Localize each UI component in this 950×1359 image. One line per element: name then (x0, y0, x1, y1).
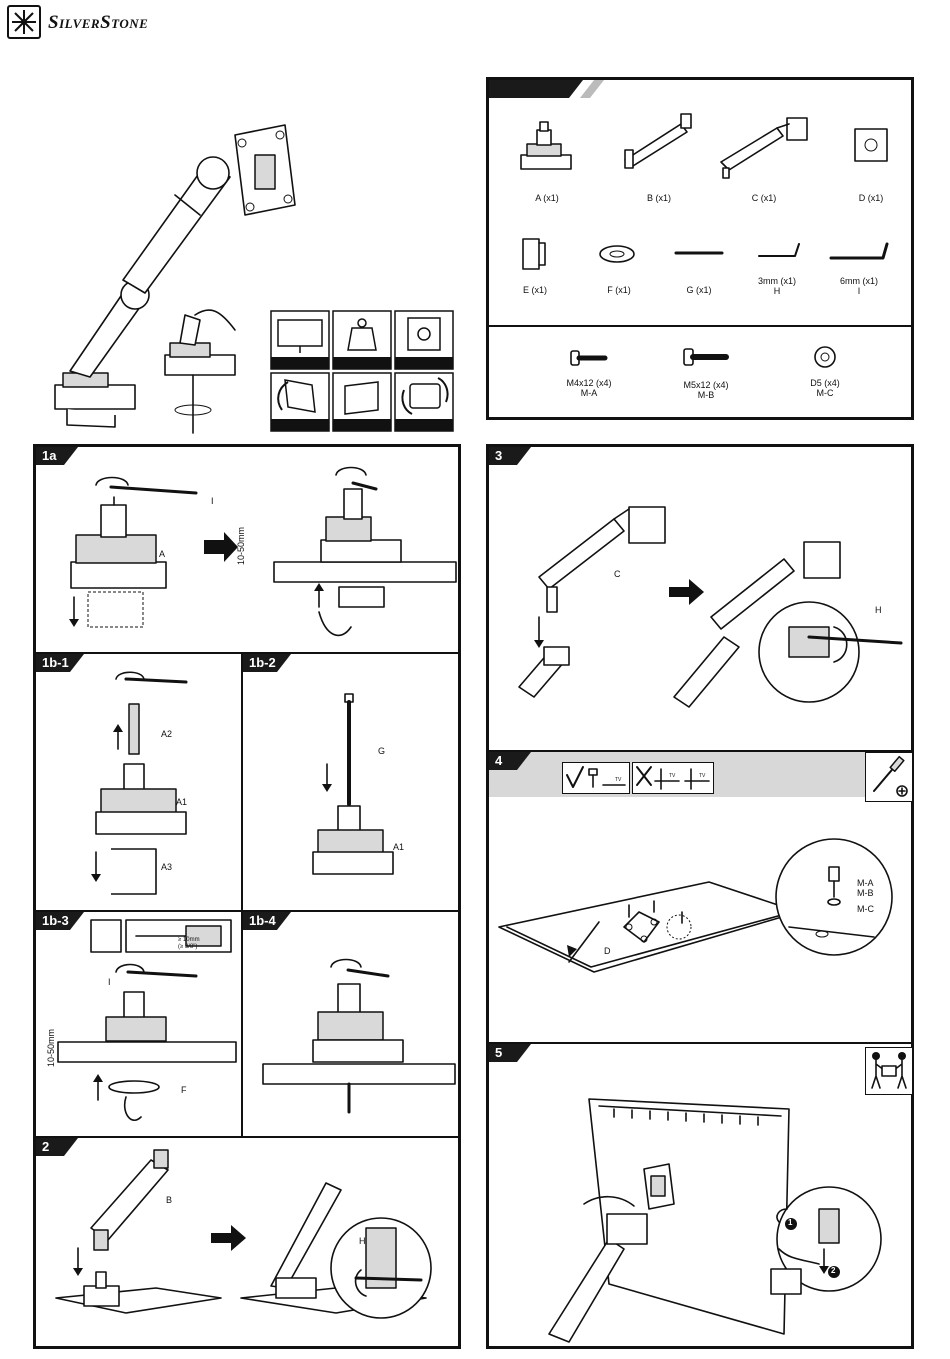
vesa-mount-icon (395, 311, 453, 369)
step-1b-3-hole-label-imperial: (≥ 3/8") (178, 944, 197, 950)
step-1a-callout-a: A (159, 549, 165, 559)
tilt-icon (271, 373, 329, 431)
correct-mounting-box: TV (562, 762, 630, 794)
part-e-label: E (x1) (505, 285, 565, 295)
part-f-plate-icon (597, 242, 637, 266)
step-2-callout-b: B (166, 1195, 172, 1205)
step-4-callout-ma: M-A (857, 878, 874, 888)
part-a-clamp-icon (517, 120, 577, 180)
step-1a-callout-i: I (211, 496, 214, 506)
step-1b-3-range-label: 10-50mm (46, 1029, 56, 1067)
step-5-callout-1: 1 (788, 1218, 792, 1227)
step-4-callout-mc: M-C (857, 904, 874, 914)
part-g-label: G (x1) (669, 285, 729, 295)
washer-mc-sub: M-C (790, 388, 860, 398)
swivel-icon (333, 373, 391, 431)
washer-mc-icon (812, 344, 838, 370)
step-3-callout-h: H (875, 605, 882, 615)
part-h-sub: H (747, 286, 807, 296)
step-1b-1-callout-a2: A2 (161, 729, 172, 739)
step-1b-2: 1b-2 G A1 (243, 654, 458, 912)
step-3-callout-c: C (614, 569, 621, 579)
steps-left-panel: 1a I A 10-50mm 1b-1 (33, 444, 461, 1349)
step-1b-3-callout-f: F (181, 1085, 187, 1095)
step-1b-4: 1b-4 (243, 912, 458, 1138)
part-c-label: C (x1) (734, 193, 794, 203)
steps-right-panel: 3 C H 4 (486, 444, 914, 1349)
incorrect-mounting-box: TV TV (632, 762, 714, 794)
parts-panel-tab (489, 80, 569, 98)
screw-ma-icon (569, 348, 609, 368)
step-1b-1: 1b-1 A2 A1 A3 (36, 654, 243, 912)
part-i-6mm-hex-key-icon (829, 240, 893, 264)
step-1b-3: 1b-3 ≥ 10mm (≥ 3/8") I F 10-50mm (36, 912, 243, 1138)
step-1b-2-callout-a1: A1 (393, 842, 404, 852)
step-5-callout-2: 2 (831, 1266, 835, 1275)
rotate-icon (395, 373, 453, 431)
step-1b-3-callout-i: I (108, 977, 111, 987)
step-4: 4 TV TV TV (489, 752, 911, 1044)
part-h-label: 3mm (x1) (747, 276, 807, 286)
washer-mc-label: D5 (x4) (790, 378, 860, 388)
screw-ma-label: M4x12 (x4) (554, 378, 624, 388)
screwdriver-icon (866, 753, 912, 801)
step-1b-3-hole-label: ≥ 10mm (178, 937, 200, 943)
screw-mb-sub: M-B (671, 390, 741, 400)
monitor-size-icon (271, 311, 329, 369)
screw-mb-label: M5x12 (x4) (671, 380, 741, 390)
parts-divider (489, 325, 911, 327)
part-b-label: B (x1) (629, 193, 689, 203)
part-a-label: A (x1) (517, 193, 577, 203)
part-g-bolt-icon (674, 248, 724, 258)
step-2: 2 B H (36, 1138, 458, 1346)
part-f-label: F (x1) (589, 285, 649, 295)
part-d-label: D (x1) (841, 193, 901, 203)
step-4-tab: 4 (489, 752, 517, 770)
incorrect-tv-label-1: TV (669, 773, 675, 779)
part-d-vesa-plate-icon (851, 125, 891, 165)
parts-list-panel: A (x1) B (x1) C (x1) D (x1) E (x1) F (x1… (486, 77, 914, 420)
step-1a: 1a I A 10-50mm (36, 447, 458, 654)
step-1b-2-callout-g: G (378, 746, 385, 756)
correct-tv-label: TV (615, 777, 621, 783)
step-4-callout-d: D (604, 946, 611, 956)
step-1a-range-label: 10-50mm (236, 527, 246, 565)
screw-ma-sub: M-A (554, 388, 624, 398)
step-1b-1-callout-a3: A3 (161, 862, 172, 872)
part-c-arm-icon (717, 110, 812, 180)
step-4-callout-mb: M-B (857, 888, 874, 898)
part-h-3mm-hex-key-icon (757, 240, 803, 260)
brand-name: SilverStone (48, 12, 148, 34)
step-5: 5 (489, 1044, 911, 1346)
brand-logo: SilverStone (6, 4, 196, 40)
part-i-sub: I (829, 286, 889, 296)
screwdriver-tool-box (865, 752, 913, 802)
snowflake-logo-icon (6, 4, 42, 40)
incorrect-tv-label-2: TV (699, 773, 705, 779)
part-e-bracket-icon (519, 235, 549, 275)
part-i-label: 6mm (x1) (829, 276, 889, 286)
step-2-callout-h: H (359, 1236, 366, 1246)
step-1b-1-callout-a1: A1 (176, 797, 187, 807)
feature-icons-grid (270, 310, 455, 432)
part-b-arm-icon (621, 110, 701, 170)
weight-capacity-icon (333, 311, 391, 369)
screw-mb-icon (682, 346, 730, 368)
step-3: 3 C H (489, 447, 911, 752)
